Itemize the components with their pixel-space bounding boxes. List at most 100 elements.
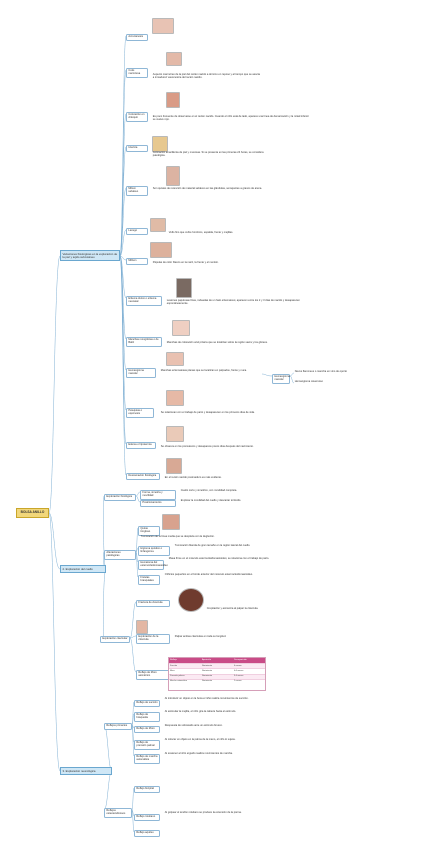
reflex-table-cell: 2 meses — [234, 680, 242, 683]
connector-line — [119, 187, 127, 257]
connector-line — [103, 770, 113, 811]
item-millium[interactable]: Millium — [126, 258, 148, 265]
hemangioma-branch-cavernoso: Hemangioma cavernoso — [294, 380, 323, 384]
connector-line — [103, 724, 113, 772]
reflex-table-cell: Marcha automática — [170, 680, 188, 683]
desc-descamacion: En el recién nacido postmaduro es más ev… — [164, 476, 222, 480]
neck-higroma-desc: Tumoración blanda de gran tamaño en la r… — [174, 544, 251, 548]
neck-posicionamiento[interactable]: Posicionamiento — [140, 500, 176, 507]
neck-forma-simetria[interactable]: Forma, simetría y movilidad — [140, 490, 176, 500]
neck-hematoma[interactable]: Hematoma del esternocleidomastoideo — [138, 560, 168, 570]
neck-higroma[interactable]: Higroma quístico o linfangioma — [138, 546, 170, 556]
neuro-prension-desc: Al colocar un objeto en la palma de la m… — [164, 738, 236, 742]
item-acrocianosis[interactable]: Acrocianosis — [126, 34, 148, 41]
photo-cutis-marmorea — [166, 52, 182, 66]
neuro-busqueda[interactable]: Reflejo de búsqueda — [134, 712, 160, 722]
connector-line — [261, 373, 273, 377]
neck-quiste-tirogloso[interactable]: Quiste tirogloso — [138, 526, 160, 536]
desc-petequias: Se relacionan con el trabajo de parto y … — [160, 411, 255, 415]
neck-fractura-desc: Crepitación y asimetría al palpar la cla… — [206, 607, 259, 611]
neck-moro-asimetrico[interactable]: Reflejo de Moro asimétrico — [136, 670, 170, 680]
neck-exploracion-fisiologica[interactable]: Exploración fisiológica — [104, 494, 136, 501]
connector-line — [119, 255, 127, 371]
neck-exploracion-clavicula[interactable]: Exploración de la clavícula — [136, 634, 170, 644]
neck-clavicular[interactable]: Exploración clavicular — [100, 636, 130, 643]
hemangioma-branch-parent[interactable]: Hemangioma macular — [272, 374, 290, 384]
item-manchas-mongolicas[interactable]: Manchas mongólicas o de Baltz — [126, 337, 162, 347]
connector-line — [135, 551, 139, 578]
item-arlequin[interactable]: Coloración en Arlequín — [126, 112, 148, 122]
neuro-aquileo[interactable]: Reflejo aquíleo — [134, 830, 160, 837]
connector-line — [135, 495, 141, 503]
neuro-marcha-desc: Al sostener al niño erguido realiza movi… — [164, 752, 233, 756]
photo-quiste-tirogloso — [162, 514, 180, 530]
connector-line — [48, 255, 61, 514]
neuro-marcha[interactable]: Reflejo de marcha automática — [134, 754, 160, 764]
neuro-rotuliano[interactable]: Reflejo rotuliano — [134, 814, 160, 821]
item-petequias[interactable]: Petequias o equimosis — [126, 408, 154, 418]
neck-exploracion-desc: Palpar ambas clavículas en toda su longi… — [174, 635, 227, 639]
neuro-succion[interactable]: Reflejo de succión — [134, 700, 160, 707]
desc-milium-sebaceo: Son quistes de retención de material seb… — [152, 187, 263, 191]
neuro-osteotendinosos[interactable]: Reflejos osteotendinosos — [104, 808, 132, 818]
item-descamacion[interactable]: Descamación fisiológica — [126, 473, 160, 480]
item-hemangioma[interactable]: Hemangioma macular — [126, 368, 156, 378]
neck-alteraciones[interactable]: Alteraciones patológicas — [104, 550, 136, 560]
connector-line — [119, 255, 127, 340]
photo-eritema-toxico — [176, 278, 192, 298]
desc-millium: Pápulas de color blanco en la nariz, la … — [152, 261, 219, 265]
neck-posicionamiento-desc: Explorar la movilidad del cuello y desca… — [180, 499, 242, 503]
reflex-table-cell: 4-6 meses — [234, 669, 244, 672]
root-node[interactable]: BOLSA ANILLO — [16, 508, 49, 518]
desc-cutis-marmorea: Aspecto marmóreo de la piel del recién n… — [152, 73, 260, 80]
neck-fistulas[interactable]: Fístulas branquiales — [138, 575, 160, 585]
neuro-prension-palmar[interactable]: Reflejo de prensión palmar — [134, 740, 160, 750]
section-skin[interactable]: Variaciones fisiológicas en la exploraci… — [60, 250, 120, 262]
neuro-bicipital[interactable]: Reflejo bicipital — [134, 786, 160, 793]
section-neuro[interactable]: 3. Exploración neurológica — [60, 767, 112, 776]
connector-line — [129, 635, 137, 639]
photo-milium-sebaceo — [166, 166, 180, 186]
neuro-succion-desc: Al introducir un objeto en la boca el ni… — [164, 697, 249, 701]
connector-line — [119, 255, 127, 261]
photo-exploracion-clavicula — [136, 620, 148, 634]
reflex-table-row: Marcha automática Nacimiento 2 meses — [169, 678, 265, 684]
connector-line — [289, 375, 295, 384]
item-lanugo[interactable]: Lanugo — [126, 228, 148, 235]
desc-manchas-mongolicas: Manchas de coloración azul pizarra que s… — [166, 341, 268, 345]
connector-line — [131, 713, 135, 726]
photo-acrocianosis — [152, 18, 174, 34]
neuro-reflejos-primarios[interactable]: Reflejos primarios — [104, 723, 132, 730]
desc-ictericia: Coloración amarillenta de piel y mucosas… — [152, 151, 264, 158]
item-milium-sebaceo[interactable]: Milium sebáceo — [126, 186, 148, 196]
desc-lanugo: Vello fino que cubre hombros, espalda, f… — [168, 231, 234, 235]
reflex-table-cell: 4 meses — [234, 664, 242, 667]
neck-fractura-clavicula[interactable]: Fractura de clavícula — [136, 600, 170, 607]
neck-quiste-desc: Tumoración de la línea media que se desp… — [140, 535, 215, 539]
photo-descamacion — [166, 458, 182, 474]
photo-arlequin — [166, 92, 180, 108]
photo-edema — [166, 426, 184, 442]
item-ictericia[interactable]: Ictericia — [126, 145, 148, 152]
section-neck[interactable]: 2. Exploración del cuello — [60, 565, 106, 574]
desc-edema: Se observa en los prematuros y desaparec… — [160, 445, 254, 449]
item-edema[interactable]: Edema o hipotermia — [126, 442, 156, 449]
neuro-moro-desc: Respuesta de sobresalto ante un estímulo… — [164, 724, 223, 728]
item-cutis-marmorea[interactable]: Cutis marmórea — [126, 68, 148, 78]
reflex-table-cell: Prensión palmar — [170, 675, 185, 678]
connector-line — [119, 255, 127, 476]
neck-fistulas-desc: Orificios pequeños en el borde anterior … — [164, 573, 253, 577]
connector-line — [129, 637, 137, 673]
photo-petequias — [166, 390, 184, 406]
item-eritema-toxico[interactable]: Eritema tóxico o eritema neonatal — [126, 296, 162, 306]
reflex-table-cell: Nacimiento — [202, 675, 213, 678]
connector-line — [131, 809, 135, 833]
neuro-moro[interactable]: Reflejo de Moro — [134, 726, 160, 733]
neuro-rotuliano-desc: Al golpear el tendón rotuliano se produc… — [164, 811, 242, 815]
